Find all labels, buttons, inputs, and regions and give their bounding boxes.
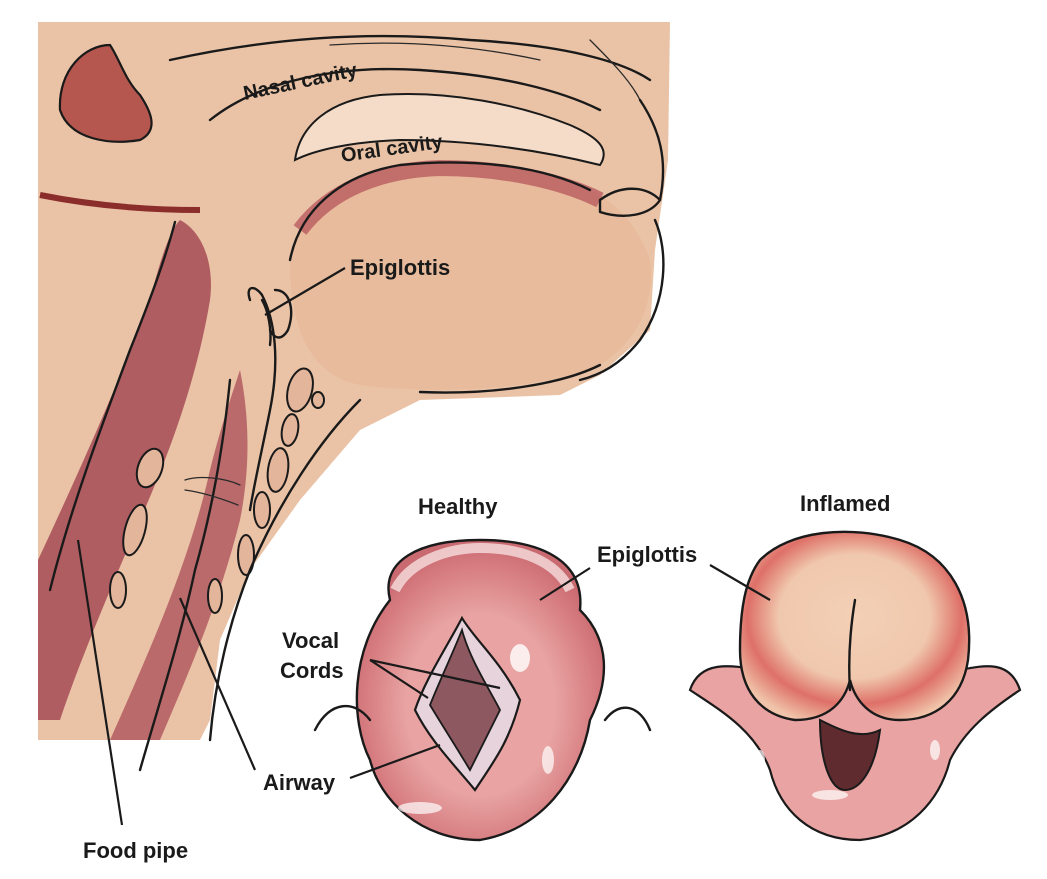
cord-line-1 [184, 476, 241, 486]
healthy-heading: Healthy [418, 494, 498, 519]
epiglottis-main-label: Epiglottis [350, 255, 450, 280]
nasal-detail-line [329, 42, 541, 61]
cord-line-2 [184, 489, 239, 506]
inflamed-highlight-2 [755, 750, 765, 770]
epiglottis-fold-outer [247, 286, 277, 512]
healthy-airway-opening [428, 627, 502, 772]
healthy-highlight-1 [510, 644, 530, 672]
inflamed-highlight-1 [812, 790, 848, 800]
pharynx-wall [38, 220, 211, 720]
leader-lines [76, 267, 771, 826]
head-neck-cross-section [38, 22, 670, 772]
upper-lip-edge [39, 192, 201, 213]
nose-bridge-line [589, 39, 641, 101]
nostril-shape [58, 43, 153, 143]
vocal-cords-label-line2: Cords [280, 658, 344, 683]
inflamed-epiglottis [738, 530, 971, 722]
inflamed-highlight-3 [930, 740, 940, 760]
airway-leader [349, 743, 441, 780]
inflamed-heading: Inflamed [800, 491, 890, 516]
epiglottis-fold-inner [260, 298, 272, 347]
healthy-left-fold [313, 705, 372, 732]
airway-column [110, 370, 248, 740]
airway-wall-line [138, 378, 232, 772]
vocal-cords-leader-2 [369, 658, 501, 690]
healthy-highlight-3 [542, 746, 554, 774]
face-profile-upper [638, 98, 665, 202]
inflamed-midline [848, 598, 857, 692]
healthy-throat-view [313, 538, 652, 842]
jaw-line [418, 363, 602, 394]
airway-main-leader [178, 597, 257, 771]
food-pipe-label: Food pipe [83, 838, 188, 863]
inflamed-throat-view [688, 530, 1022, 842]
healthy-right-fold [603, 706, 652, 732]
vocal-cords-label-line1: Vocal [282, 628, 339, 653]
oral-cavity-palate [293, 93, 605, 167]
epiglottis-detail-label: Epiglottis [597, 542, 697, 567]
healthy-highlight-2 [398, 802, 442, 814]
vocal-cords-leader-1 [369, 659, 429, 699]
food-pipe-leader [76, 539, 124, 826]
epiglottis-inflamed-leader [709, 564, 771, 601]
nasal-roof-line [168, 34, 652, 82]
neck-back-line [48, 220, 177, 592]
healthy-epiglottis-rim [390, 542, 575, 593]
tongue [290, 162, 651, 390]
airway-label: Airway [263, 770, 336, 795]
chin-line [578, 218, 665, 382]
inflamed-airway [818, 718, 882, 792]
nasal-floor-line [208, 67, 602, 122]
epiglottis-tip [268, 288, 293, 339]
tracheal-rings [109, 367, 325, 614]
epiglottis-main-leader [264, 267, 346, 316]
tongue-outline [288, 161, 592, 262]
tongue-surface-shade [293, 159, 604, 235]
epiglottis-detail-leader [539, 567, 591, 601]
